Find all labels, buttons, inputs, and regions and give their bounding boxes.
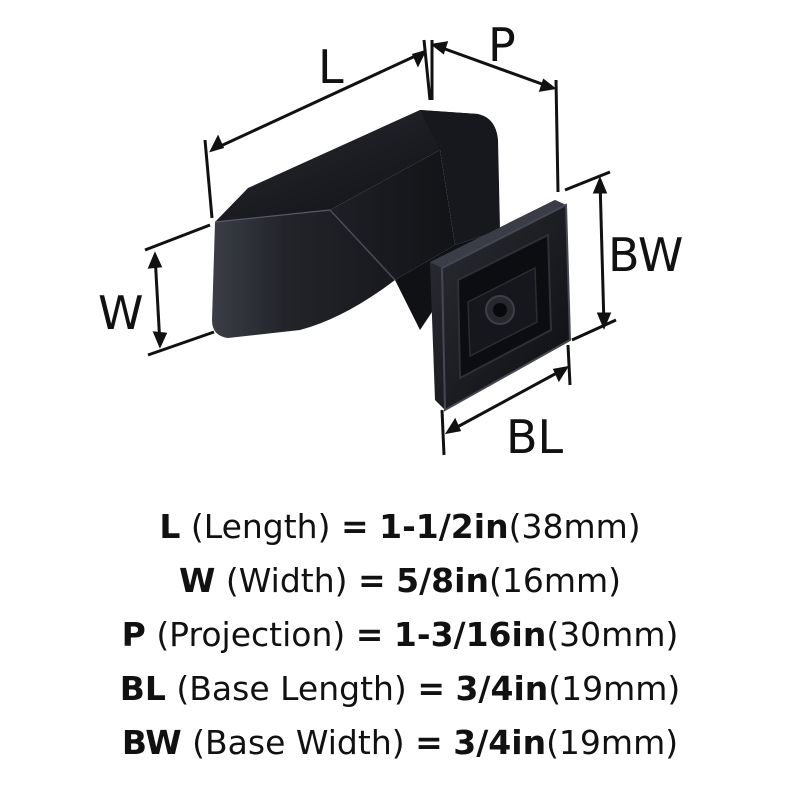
spec-name: (Base Length): [176, 669, 407, 708]
spec-line-base-length: BL (Base Length) = 3/4in(19mm): [0, 662, 800, 716]
spec-imperial: 3/4in: [453, 723, 547, 762]
spec-name: (Length): [190, 507, 331, 546]
spec-name: (Width): [225, 561, 348, 600]
dimension-line-BW: [598, 179, 606, 327]
spec-metric: (30mm): [546, 615, 679, 654]
spec-imperial: 1-1/2in: [379, 507, 509, 546]
dimension-line-BL: [447, 366, 567, 434]
cabinet-knob-diagram: [144, 39, 617, 456]
dimension-line-L: [211, 50, 425, 152]
spec-metric: (19mm): [546, 723, 679, 762]
spec-metric: (16mm): [488, 561, 621, 600]
knob-top-face: [215, 110, 492, 222]
dimension-line-W: [153, 254, 162, 346]
spec-equals: =: [415, 723, 443, 762]
spec-equals: =: [355, 615, 384, 654]
spec-name: (Base Width): [192, 723, 405, 762]
dimension-lines: [144, 39, 617, 456]
knob-back-face: [420, 110, 500, 245]
spec-line-width: W (Width) = 5/8in(16mm): [0, 554, 800, 608]
spec-equals: =: [358, 561, 386, 600]
spec-name: (Projection): [156, 615, 346, 654]
spec-line-projection: P (Projection) = 1-3/16in(30mm): [0, 608, 800, 662]
label-BL: BL: [506, 410, 564, 464]
spec-equals: =: [417, 669, 445, 708]
knob-base: [430, 200, 572, 412]
spec-metric: (19mm): [548, 669, 681, 708]
spec-abbr: BL: [119, 669, 166, 708]
spec-imperial: 3/4in: [455, 669, 549, 708]
dimension-specs: L (Length) = 1-1/2in(38mm) W (Width) = 5…: [0, 500, 800, 770]
spec-abbr: BW: [121, 723, 182, 762]
spec-abbr: L: [159, 507, 181, 546]
label-L: L: [318, 40, 344, 94]
spec-line-base-width: BW (Base Width) = 3/4in(19mm): [0, 716, 800, 770]
knob: [212, 110, 520, 338]
spec-line-length: L (Length) = 1-1/2in(38mm): [0, 500, 800, 554]
spec-imperial: 5/8in: [396, 561, 489, 600]
spec-abbr: W: [178, 561, 216, 600]
spec-imperial: 1-3/16in: [393, 615, 547, 654]
spec-abbr: P: [121, 615, 146, 654]
spec-metric: (38mm): [508, 507, 641, 546]
knob-front-face: [212, 150, 455, 338]
label-P: P: [488, 18, 516, 72]
label-BW: BW: [608, 228, 684, 282]
label-W: W: [98, 286, 144, 340]
dimension-line-P: [433, 43, 554, 90]
spec-equals: =: [340, 507, 369, 546]
